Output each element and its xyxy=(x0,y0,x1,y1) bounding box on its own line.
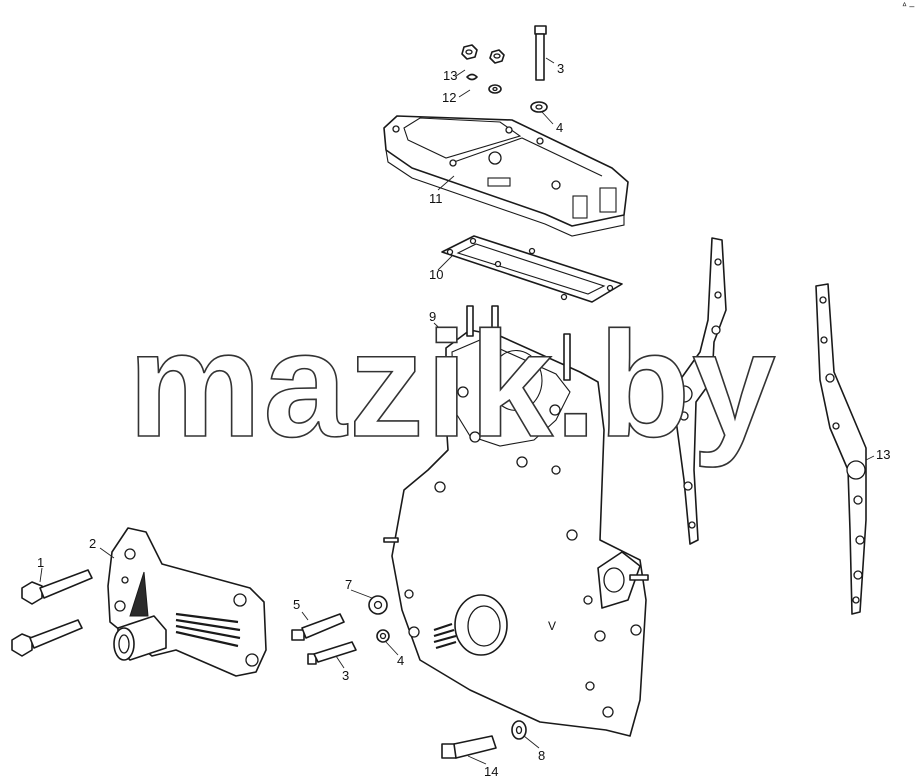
callout-4-top: 4 xyxy=(556,120,563,135)
callout-3-bottom: 3 xyxy=(342,668,349,683)
front-housing: V xyxy=(383,305,649,737)
callout-12: 12 xyxy=(640,354,654,369)
callout-14: 14 xyxy=(484,764,498,779)
watermark-text: mazik.by xyxy=(128,300,778,468)
corner-mark: ᐞ ‒ xyxy=(902,1,914,11)
callout-10: 12 xyxy=(442,90,456,105)
bolt-1-lower xyxy=(11,619,83,657)
callout-3-top: 3 xyxy=(557,61,564,76)
bracket-fins xyxy=(175,612,241,648)
callout-11: 13 xyxy=(443,68,457,83)
bolt-5 xyxy=(291,613,345,641)
washer-6-middle xyxy=(368,595,388,615)
nut-11 xyxy=(461,44,505,64)
callout-8: 10 xyxy=(429,267,443,282)
bolt-3-lower xyxy=(307,641,357,665)
callout-labels: 3 13 12 4 11 10 9 12 13 1 2 7 5 4 3 8 14 xyxy=(37,61,890,779)
callout-13: 13 xyxy=(876,447,890,462)
gasket-13 xyxy=(815,283,867,615)
housing-ribs xyxy=(433,622,457,650)
bolt-14 xyxy=(441,735,497,759)
lock-washer-10 xyxy=(466,73,502,94)
gasket-8 xyxy=(441,235,623,303)
arrow-mark: V xyxy=(548,619,556,633)
callout-1: 1 xyxy=(37,555,44,570)
callout-7: 9 xyxy=(429,309,436,324)
callout-6-bottom: 8 xyxy=(538,748,545,763)
top-cover-9 xyxy=(383,115,629,237)
callout-6-middle: 7 xyxy=(345,577,352,592)
callout-4-middle: 4 xyxy=(397,653,404,668)
washer-6-bottom xyxy=(511,720,527,740)
bolt-1-upper xyxy=(21,569,93,605)
bracket-2 xyxy=(107,527,267,677)
washer-4-top xyxy=(530,101,548,113)
gasket-12 xyxy=(675,237,727,545)
washer-4-middle xyxy=(376,629,390,643)
leader-lines xyxy=(39,57,875,765)
callout-2: 2 xyxy=(89,536,96,551)
callout-9: 11 xyxy=(429,191,443,206)
callout-5: 5 xyxy=(293,597,300,612)
bolt-long-top xyxy=(534,25,547,81)
